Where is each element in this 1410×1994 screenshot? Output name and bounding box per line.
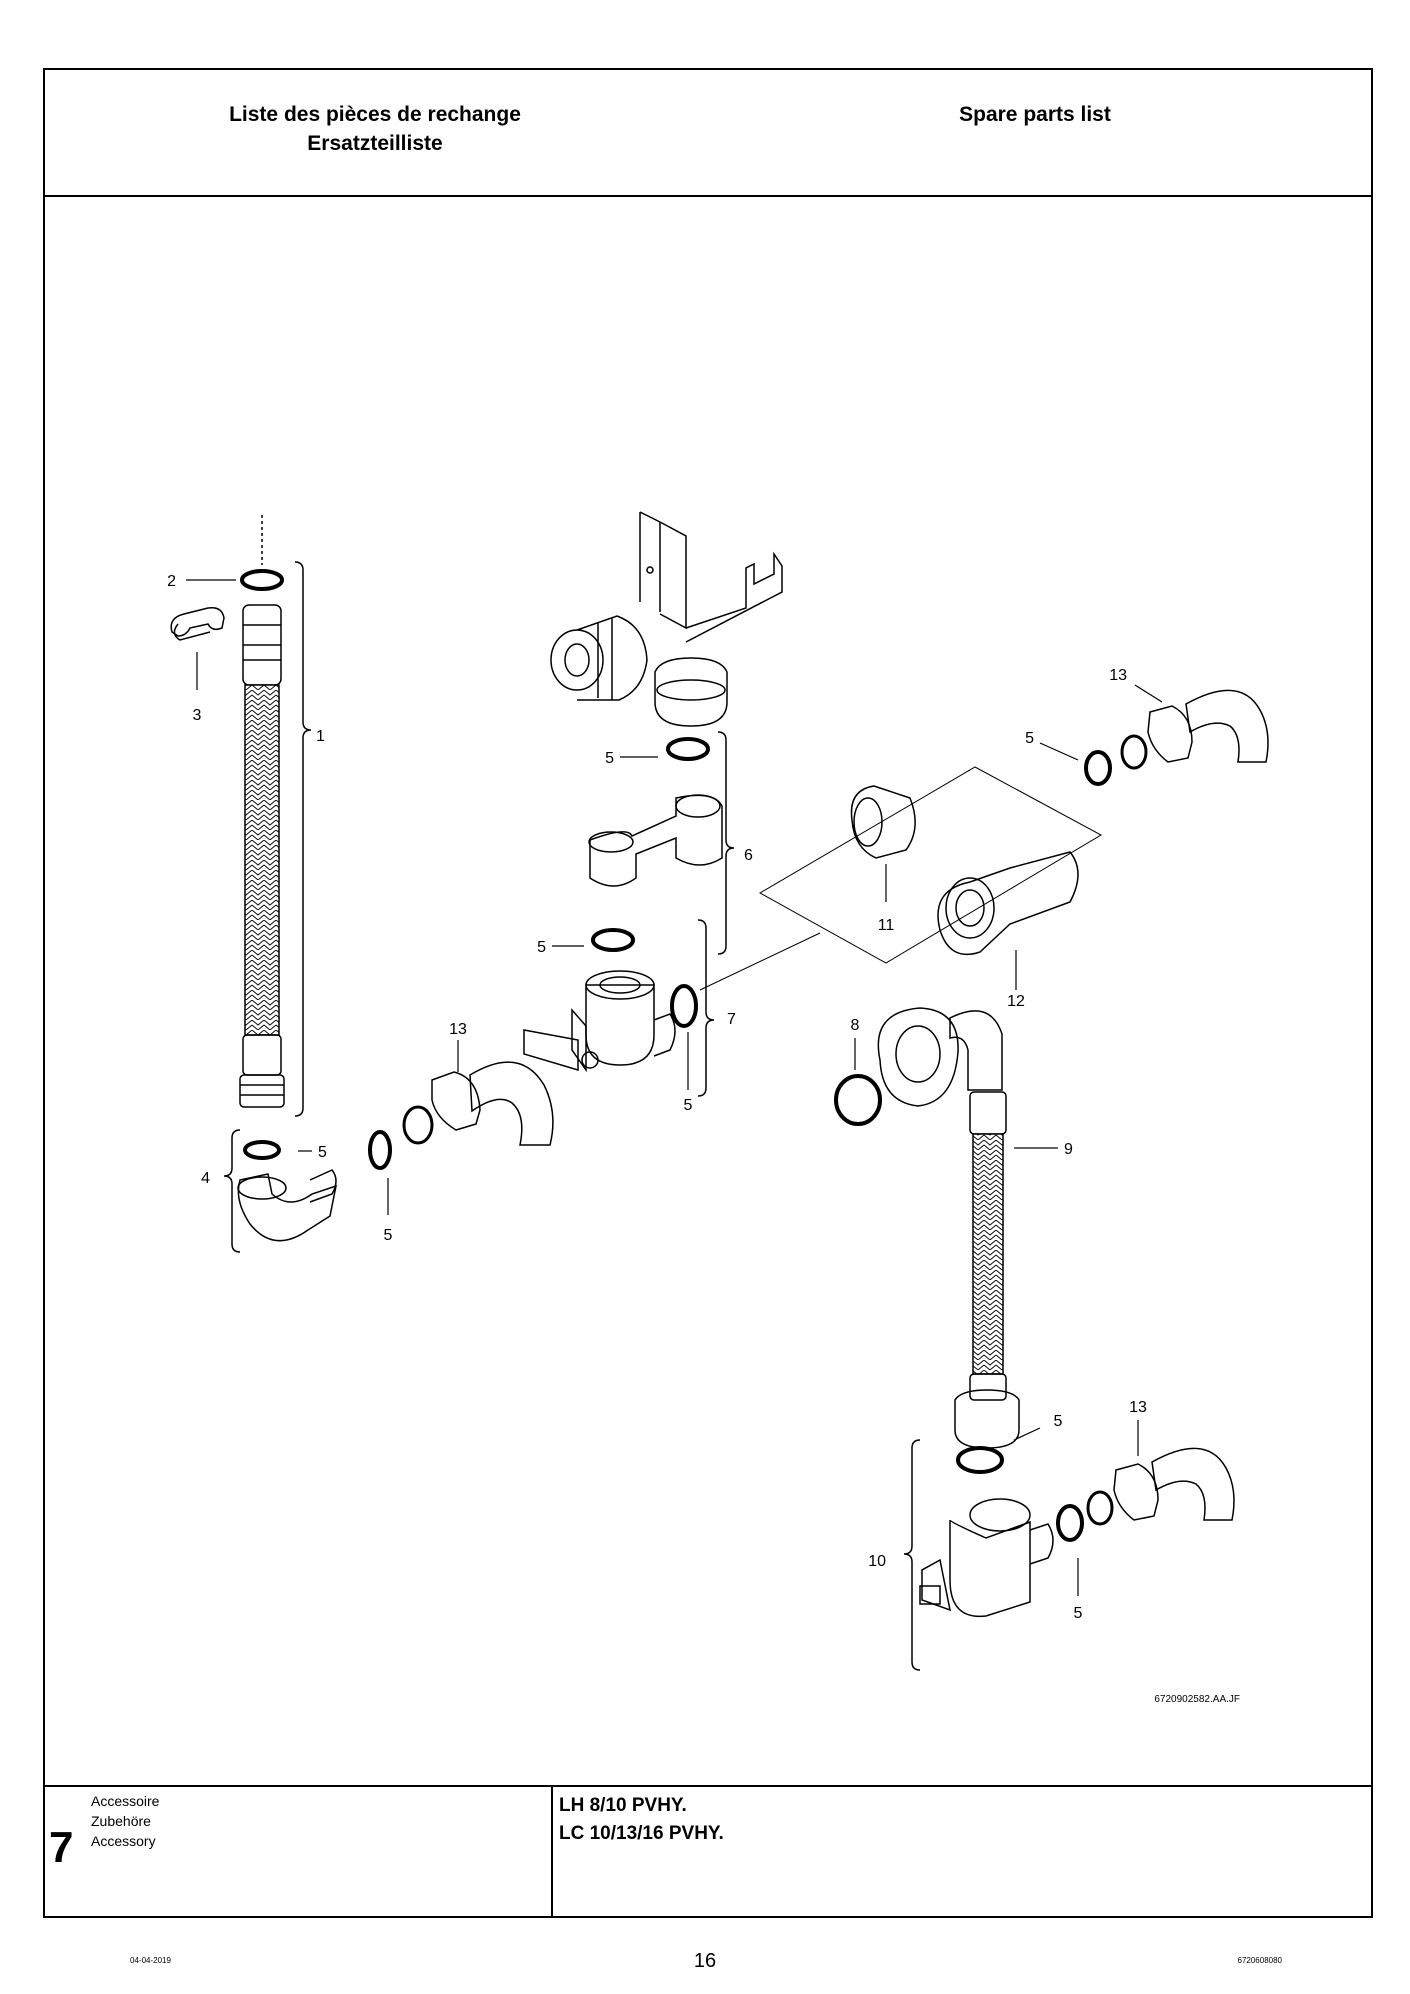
- pipe-bend-13: [1185, 689, 1269, 763]
- valve-handle: [523, 1029, 579, 1072]
- bracket-1: [294, 561, 312, 1117]
- assembly-plane: [758, 766, 1103, 964]
- callout-5: 5: [684, 1097, 693, 1114]
- category-de: Zubehöre: [91, 1813, 151, 1829]
- callout-3: 3: [193, 707, 202, 724]
- ball-valve-body: [585, 984, 655, 1066]
- coupling-disc: [550, 629, 604, 691]
- callout-5: 5: [1074, 1605, 1083, 1622]
- print-date: 04-04-2019: [130, 1956, 171, 1965]
- union-nut: [1147, 705, 1193, 763]
- callout-5: 5: [318, 1144, 327, 1161]
- drawing-code: 6720902582.AA.JF: [1154, 1694, 1240, 1705]
- braided-hose-9: [972, 1133, 1004, 1375]
- callout-9: 9: [1064, 1141, 1073, 1158]
- union-12: [937, 851, 1079, 956]
- union-nut: [431, 1071, 481, 1131]
- elbow-fitting: [237, 1173, 337, 1242]
- seal-ring: [240, 569, 284, 591]
- pipe-bend-13: [469, 1061, 554, 1146]
- category-en: Accessory: [91, 1833, 156, 1849]
- page-number: 16: [693, 1950, 717, 1972]
- bracket-7: [697, 919, 715, 1097]
- seal-ring: [243, 1140, 281, 1160]
- model-line-2: LC 10/13/16 PVHY.: [559, 1823, 724, 1844]
- title-en: Spare parts list: [959, 103, 1111, 126]
- callout-12: 12: [1007, 993, 1025, 1010]
- braided-hose-1: [244, 684, 280, 1036]
- footer-divider: [551, 1787, 553, 1918]
- page-frame: Liste des pièces de rechange Ersatzteill…: [43, 68, 1373, 1918]
- union-nut-8: [877, 1007, 959, 1107]
- callout-8: 8: [851, 1017, 860, 1034]
- seal-ring: [1084, 750, 1112, 786]
- callout-10: 10: [868, 1553, 886, 1570]
- callout-5: 5: [537, 939, 546, 956]
- callout-5: 5: [1025, 730, 1034, 747]
- bracket-4: [223, 1129, 241, 1253]
- bracket-10: [903, 1439, 921, 1671]
- title-fr: Liste des pièces de rechange: [229, 103, 521, 126]
- callout-13: 13: [449, 1021, 467, 1038]
- footer-block: 7 Accessoire Zubehöre Accessory LH 8/10 …: [45, 1785, 1371, 1918]
- angle-fitting-6: [589, 794, 723, 887]
- pipe-bend-13: [1151, 1447, 1235, 1521]
- mounting-bracket: [639, 511, 661, 612]
- bracket-6: [717, 731, 735, 955]
- seal-ring: [956, 1446, 1004, 1474]
- document-number: 6720608080: [1237, 1956, 1283, 1965]
- header: Liste des pièces de rechange Ersatzteill…: [45, 70, 1371, 197]
- seal-ring: [1056, 1504, 1084, 1542]
- seal-ring: [670, 984, 698, 1028]
- callout-1: 1: [316, 728, 325, 745]
- hose-fitting-bottom: [239, 1074, 285, 1108]
- reducer-nipple-11: [850, 785, 916, 859]
- category-fr: Accessoire: [91, 1793, 160, 1809]
- hose-clip: [170, 606, 225, 637]
- seal-ring: [591, 928, 635, 952]
- callout-5: 5: [384, 1227, 393, 1244]
- seal-ring: [834, 1074, 882, 1126]
- callout-6: 6: [744, 847, 753, 864]
- seal-ring: [666, 737, 710, 761]
- callout-13: 13: [1109, 667, 1127, 684]
- model-line-1: LH 8/10 PVHY.: [559, 1795, 687, 1816]
- seal-ring: [368, 1130, 392, 1170]
- hex-nut: [654, 657, 728, 727]
- callout-7: 7: [727, 1011, 736, 1028]
- callout-2: 2: [167, 573, 176, 590]
- hex-nut: [954, 1389, 1020, 1449]
- section-number: 7: [49, 1823, 74, 1872]
- callout-5: 5: [1054, 1413, 1063, 1430]
- callout-5: 5: [605, 750, 614, 767]
- callout-4: 4: [201, 1170, 210, 1187]
- shutoff-valve-10: [949, 1519, 1031, 1618]
- title-de: Ersatzteilliste: [307, 132, 443, 155]
- union-nut: [1113, 1463, 1159, 1521]
- callout-11: 11: [878, 917, 895, 934]
- callout-13: 13: [1129, 1399, 1147, 1416]
